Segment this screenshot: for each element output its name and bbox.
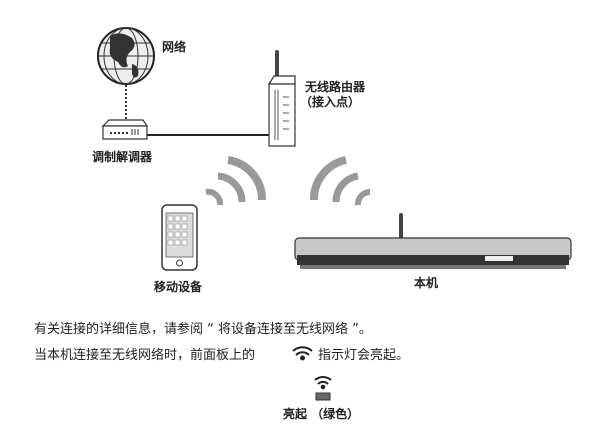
- router-icon: [267, 50, 296, 147]
- soundbar-icon: [294, 213, 572, 269]
- mobile-device-label: 移动设备: [154, 280, 203, 294]
- internet-label: 网络: [162, 40, 187, 54]
- phone-icon: [161, 204, 198, 271]
- modem-icon: [101, 119, 149, 140]
- indicator-label: 亮起 （绿色）: [283, 407, 360, 421]
- modem-label: 调制解调器: [92, 150, 153, 164]
- note-line-1: 有关连接的详细信息，请参阅 “ 将设备连接至无线网络 ”。: [34, 322, 372, 337]
- wifi-icon: [292, 346, 313, 361]
- indicator-led-icon: [315, 392, 331, 401]
- note-line-2-start: 当本机连接至无线网络时，前面板上的: [34, 348, 256, 363]
- router-label: 无线路由器: [305, 80, 366, 94]
- wireless-waves-right: [309, 156, 371, 206]
- router-sublabel: （接入点）: [300, 95, 361, 109]
- indicator-wifi-icon: [314, 376, 332, 390]
- this-unit-label: 本机: [414, 276, 439, 290]
- globe-icon: [97, 27, 155, 85]
- wireless-waves-left: [205, 156, 267, 206]
- note-line-2-end: 指示灯会亮起。: [318, 348, 410, 363]
